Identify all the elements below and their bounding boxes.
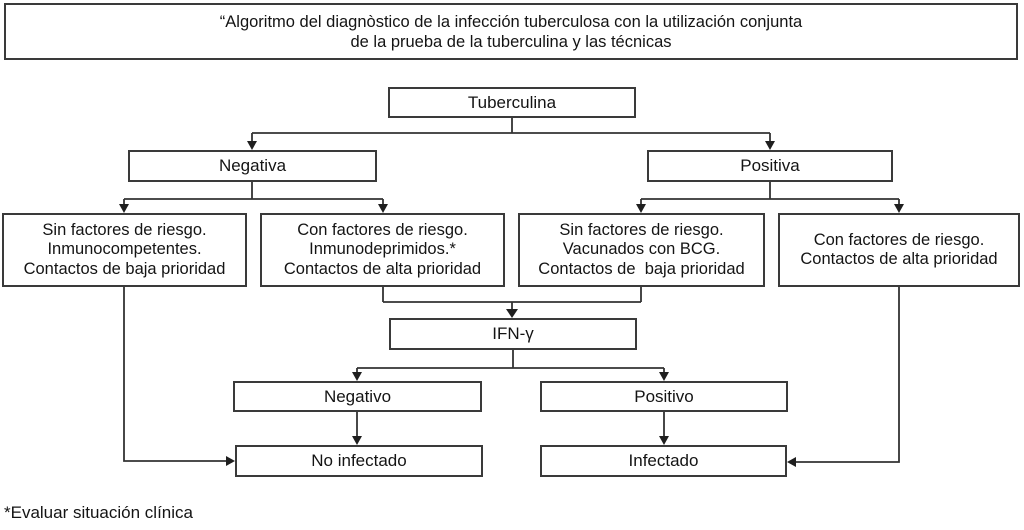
title-line-1: “Algoritmo del diagnòstico de la infecci…: [219, 13, 803, 31]
node-pos-sin-factores: Sin factores de riesgo. Vacunados con BC…: [518, 213, 765, 287]
connector-tuberculina-split: [247, 118, 775, 150]
title-line-2: de la prueba de la tuberculina y las téc…: [350, 33, 672, 51]
node-positiva-label: Positiva: [740, 156, 800, 176]
node-positiva: Positiva: [647, 150, 893, 182]
node-line: Contactos de alta prioridad: [800, 250, 998, 268]
connector-positiva-split: [636, 182, 904, 213]
connector-positivo-infectado: [659, 412, 669, 445]
node-line: Inmunocompetentes.: [47, 240, 202, 259]
title-box: “Algoritmo del diagnòstico de la infecci…: [4, 3, 1018, 60]
node-positivo-label: Positivo: [634, 386, 694, 406]
connector-right-bypass: [787, 287, 900, 467]
node-negativa-label: Negativa: [218, 156, 287, 176]
connector-negativo-noinfectado: [352, 412, 362, 445]
node-pos-con-factores: Con factores de riesgo. Contactos de alt…: [778, 213, 1020, 287]
node-infectado-label: Infectado: [628, 451, 699, 471]
connector-negativa-split: [119, 182, 388, 213]
node-ifn-gamma-label: IFN-γ: [492, 324, 534, 344]
connector-left-bypass: [123, 287, 235, 466]
node-positivo: Positivo: [540, 381, 788, 412]
node-line: Con factores de riesgo.: [813, 230, 985, 249]
node-line: Con factores de riesgo.: [297, 220, 468, 239]
footnote: *Evaluar situación clínica: [4, 503, 193, 522]
connector-to-ifn: [382, 287, 642, 318]
node-tuberculina: Tuberculina: [388, 87, 636, 118]
node-no-infectado-label: No infectado: [311, 451, 407, 471]
node-no-infectado: No infectado: [235, 445, 483, 477]
node-negativa: Negativa: [128, 150, 377, 182]
node-line: Sin factores de riesgo.: [42, 220, 207, 239]
node-negativo-label: Negativo: [323, 386, 392, 406]
node-infectado: Infectado: [540, 445, 787, 477]
node-neg-con-factores: Con factores de riesgo. Inmunodeprimidos…: [260, 213, 505, 287]
node-line: Vacunados con BCG.: [562, 240, 721, 259]
node-neg-sin-factores: Sin factores de riesgo. Inmunocompetente…: [2, 213, 247, 287]
node-ifn-gamma: IFN-γ: [389, 318, 637, 350]
node-line: Contactos de baja prioridad: [23, 259, 226, 278]
connector-ifn-split: [352, 350, 669, 381]
node-line: Inmunodeprimidos.*: [309, 240, 456, 259]
node-tuberculina-label: Tuberculina: [467, 92, 557, 112]
node-line: Contactos de baja prioridad: [538, 259, 745, 278]
node-negativo: Negativo: [233, 381, 482, 412]
node-line: Sin factores de riesgo.: [559, 220, 724, 239]
node-line: Contactos de alta prioridad: [283, 259, 482, 278]
